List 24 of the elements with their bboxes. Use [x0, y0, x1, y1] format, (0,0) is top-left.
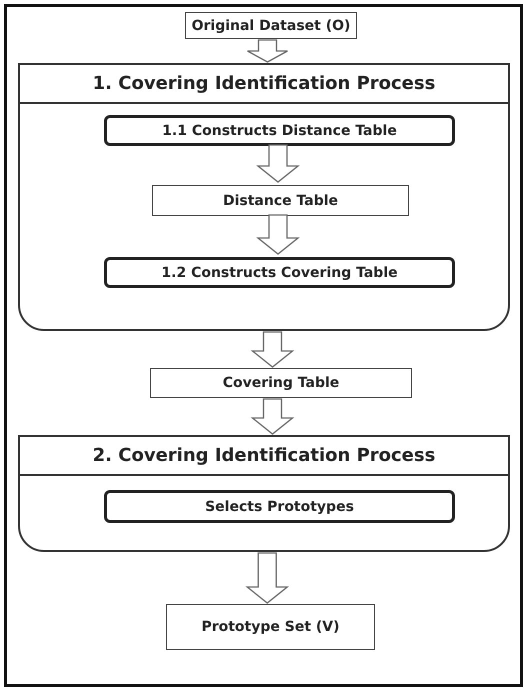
- process-box: [104, 490, 455, 523]
- box-label: Prototype Set (V): [201, 619, 340, 635]
- block-arrow: [245, 552, 290, 604]
- group-heading: 2. Covering Identification Process: [20, 437, 508, 476]
- data-box: [152, 185, 409, 216]
- block-arrow: [246, 39, 288, 63]
- data-box: [185, 12, 357, 39]
- box-label: 1.2 Constructs Covering Table: [161, 264, 398, 280]
- group-heading: 1. Covering Identification Process: [20, 65, 508, 104]
- box-label: Original Dataset (O): [192, 18, 350, 34]
- box-label: Selects Prototypes: [205, 498, 354, 514]
- box-label: Covering Table: [222, 375, 340, 391]
- process-group-panel: [18, 63, 510, 331]
- block-arrow: [256, 144, 300, 183]
- box-label: Distance Table: [222, 192, 338, 208]
- process-box: [104, 115, 455, 146]
- block-arrow: [256, 214, 300, 255]
- data-box: [166, 604, 375, 650]
- block-arrow: [250, 331, 294, 368]
- process-group-panel: [18, 435, 510, 552]
- data-box: [150, 368, 412, 398]
- process-box: [104, 257, 455, 288]
- block-arrow: [250, 398, 294, 435]
- box-label: 1.1 Constructs Distance Table: [162, 122, 397, 138]
